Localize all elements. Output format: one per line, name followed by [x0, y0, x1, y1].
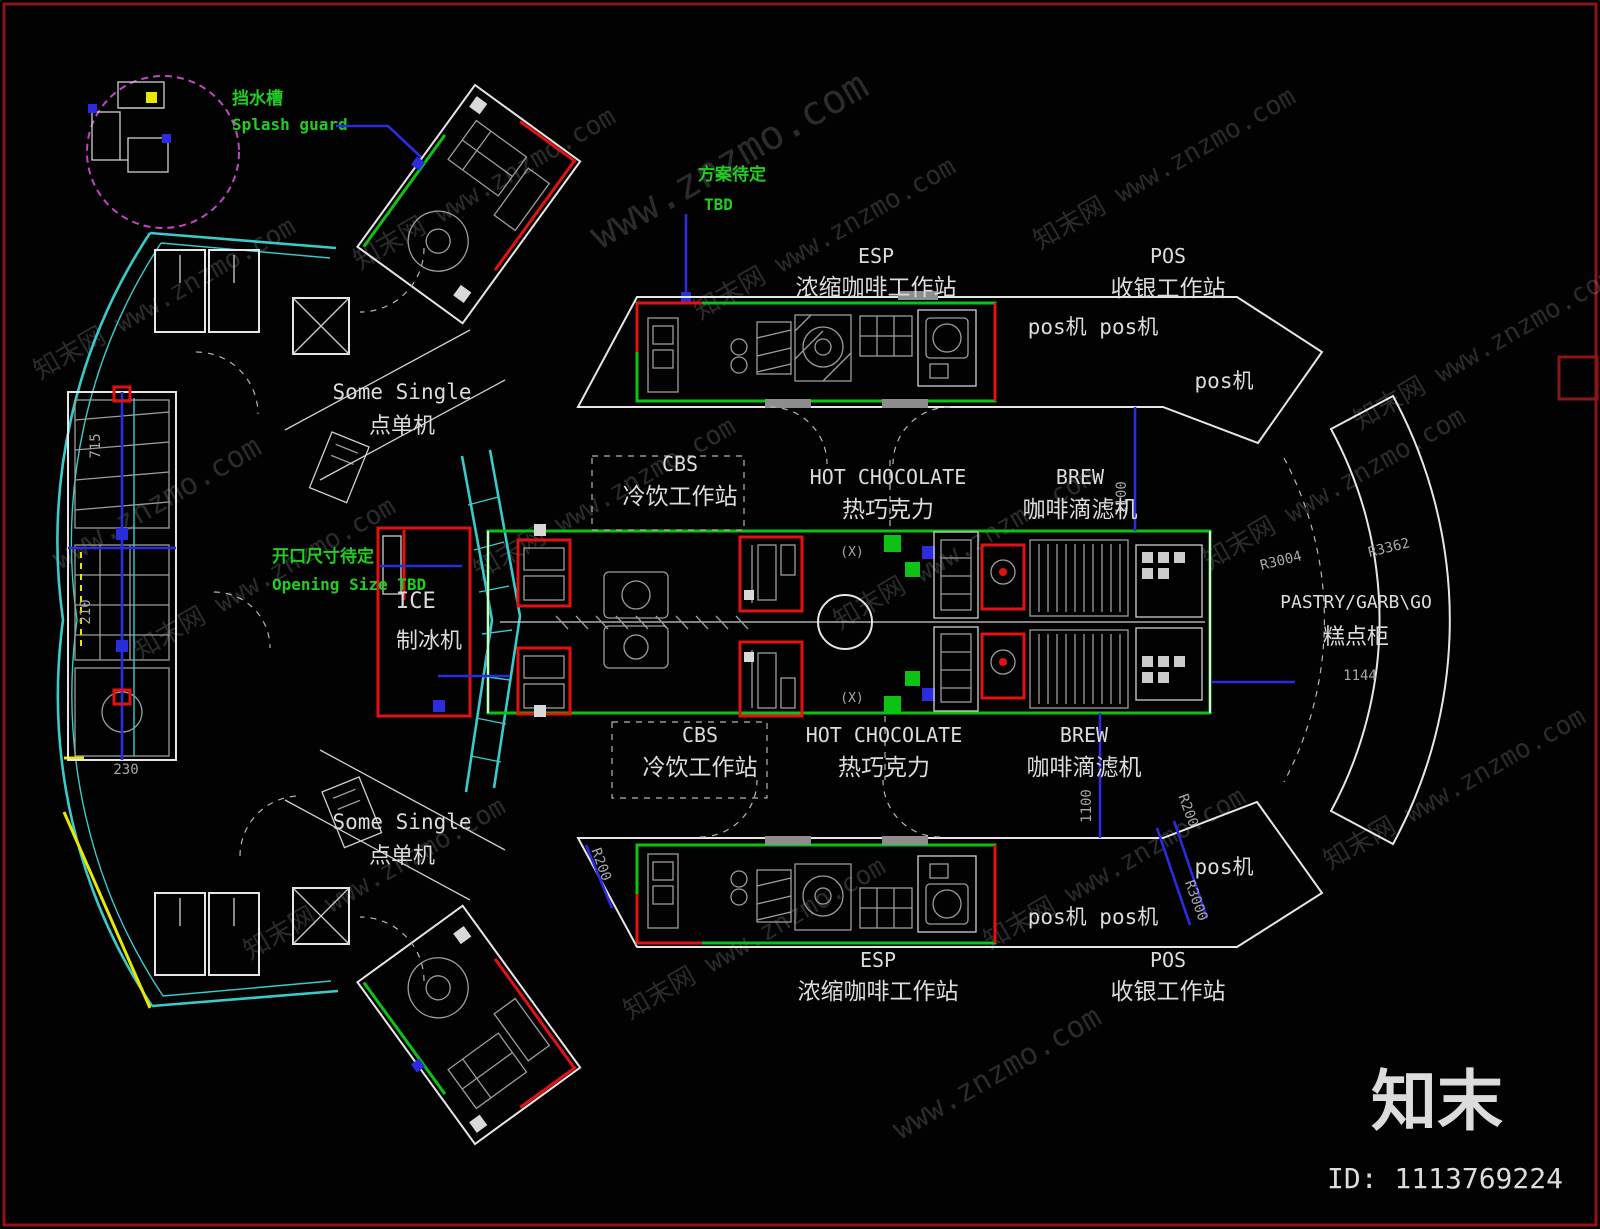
dim-r3362: R3362 — [1367, 535, 1412, 561]
watermark-text: 知末网 www.znzmo.com — [1319, 702, 1591, 877]
label-hotchoc-bottom-en: HOT CHOCOLATE — [806, 723, 963, 747]
label-hotchoc-top-en: HOT CHOCOLATE — [810, 465, 967, 489]
label-hotchoc-bottom-cn: 热巧克力 — [838, 755, 930, 781]
label-brew-top-cn: 咖啡滴滤机 — [1023, 497, 1138, 523]
fridge-cabinets — [154, 249, 260, 976]
label-pos-machines-bottom: pos机 pos机 — [1028, 905, 1159, 929]
label-ice-en: ICE — [396, 589, 436, 614]
note-plan-tbd-cn: 方案待定 — [698, 164, 766, 185]
label-somesingle-bottom-cn: 点单机 — [369, 844, 435, 869]
radius-leader-left — [584, 844, 614, 909]
radius-leaders — [1155, 820, 1209, 926]
station-labels: ESP 浓缩咖啡工作站 POS 收银工作站 pos机 pos机 pos机 CBS… — [332, 244, 1253, 1005]
label-esp-top-cn: 浓缩咖啡工作站 — [796, 275, 957, 301]
x-mark-top: (X) — [840, 545, 863, 560]
watermark-text: 知末网 www.znzmo.com — [1349, 262, 1600, 437]
brand-logo: 知末 — [1371, 1063, 1503, 1140]
label-cbs-bottom-cn: 冷饮工作站 — [643, 755, 758, 781]
hatched-boxes — [292, 297, 350, 945]
splash-guard-detail — [86, 75, 240, 229]
note-plan-tbd-en: TBD — [704, 195, 733, 214]
label-somesingle-top-cn: 点单机 — [369, 414, 435, 439]
label-ice-cn: 制冰机 — [396, 629, 462, 654]
watermark-text: www.znzmo.com — [887, 999, 1108, 1147]
label-somesingle-top-en: Some Single — [332, 380, 471, 404]
door-swings — [195, 247, 951, 982]
corner-unit-bottom — [356, 904, 582, 1146]
dim-r3000: R3000 — [1181, 878, 1210, 923]
bottom-counter — [576, 800, 1324, 948]
order-kiosks — [284, 329, 506, 901]
label-pastry-en: PASTRY/GARB\GO — [1280, 592, 1432, 613]
label-esp-bottom-cn: 浓缩咖啡工作站 — [798, 979, 959, 1005]
x-mark-bottom: (X) — [840, 691, 863, 706]
dim-r3004: R3004 — [1259, 548, 1304, 574]
label-esp-top-en: ESP — [858, 244, 894, 268]
dim-1100-bottom: 1100 — [1079, 789, 1095, 823]
dim-210: 210 — [78, 599, 94, 624]
corner-unit-top — [356, 83, 582, 325]
pastry-case — [1283, 394, 1451, 846]
site-brand: 知末 ID: 1113769224 — [1327, 1063, 1563, 1195]
label-brew-top-en: BREW — [1056, 465, 1105, 489]
dim-1144: 1144 — [1343, 668, 1377, 684]
label-brew-bottom-en: BREW — [1060, 723, 1109, 747]
leader-line — [336, 124, 423, 159]
label-pos-machine-top: pos机 — [1195, 369, 1254, 393]
dim-715: 715 — [88, 433, 104, 458]
label-pos-machine-bottom: pos机 — [1195, 855, 1254, 879]
label-pastry-cn: 糕点柜 — [1323, 625, 1389, 650]
note-opening-cn: 开口尺寸待定 — [272, 546, 374, 567]
label-brew-bottom-cn: 咖啡滴滤机 — [1027, 755, 1142, 781]
label-pos-top-cn: 收银工作站 — [1111, 276, 1226, 302]
image-id: ID: 1113769224 — [1327, 1162, 1563, 1195]
note-opening-en: Opening Size TBD — [272, 575, 426, 594]
label-cbs-top-en: CBS — [662, 452, 698, 476]
center-island — [486, 524, 1212, 718]
note-splash-guard-cn: 挡水槽 — [232, 88, 283, 109]
left-equipment-column — [67, 385, 177, 761]
dim-230: 230 — [113, 762, 138, 778]
label-pos-bottom-cn: 收银工作站 — [1111, 979, 1226, 1005]
note-splash-guard-en: Splash guard — [232, 115, 348, 134]
watermark-text: 知末网 www.znzmo.com — [1029, 82, 1301, 257]
label-esp-bottom-en: ESP — [860, 948, 896, 972]
label-pos-bottom-en: POS — [1150, 948, 1186, 972]
dim-1100-top: 1100 — [1114, 481, 1130, 515]
label-cbs-bottom-en: CBS — [682, 723, 718, 747]
label-cbs-top-cn: 冷饮工作站 — [623, 484, 738, 510]
label-somesingle-bottom-en: Some Single — [332, 810, 471, 834]
label-hotchoc-top-cn: 热巧克力 — [842, 497, 934, 523]
left-counter-curve — [56, 231, 522, 1008]
label-pos-top-en: POS — [1150, 244, 1186, 268]
top-counter — [576, 291, 1324, 445]
label-pos-machines-top: pos机 pos机 — [1028, 315, 1159, 339]
